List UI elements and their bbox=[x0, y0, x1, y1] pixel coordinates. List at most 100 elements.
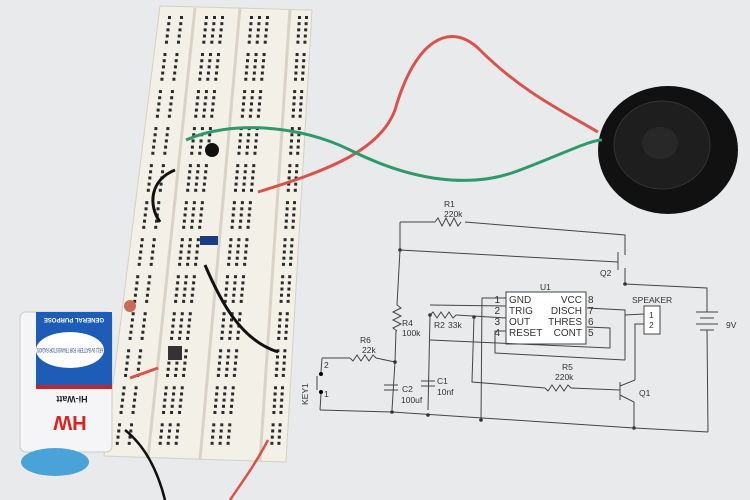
breadboard-hole bbox=[212, 423, 216, 427]
breadboard-hole bbox=[183, 213, 187, 217]
breadboard-hole bbox=[210, 34, 214, 38]
breadboard-hole bbox=[232, 207, 236, 211]
breadboard-hole bbox=[244, 164, 248, 168]
breadboard-hole bbox=[142, 318, 146, 322]
breadboard-hole bbox=[167, 361, 171, 365]
breadboard-hole bbox=[172, 312, 176, 316]
r1-label: R1 bbox=[444, 199, 455, 209]
breadboard-hole bbox=[134, 287, 138, 291]
breadboard-hole bbox=[200, 53, 204, 57]
breadboard-hole bbox=[291, 114, 295, 118]
breadboard-hole bbox=[298, 16, 301, 19]
battery-brand-name: Hi-Watt bbox=[56, 394, 87, 404]
capacitor-component bbox=[200, 236, 218, 245]
breadboard-hole bbox=[289, 151, 293, 155]
breadboard-hole bbox=[166, 441, 170, 445]
breadboard-hole bbox=[266, 16, 269, 19]
breadboard-hole bbox=[168, 108, 172, 112]
breadboard-hole bbox=[186, 182, 190, 186]
breadboard-hole bbox=[173, 65, 177, 69]
breadboard bbox=[103, 5, 313, 463]
breadboard-hole bbox=[136, 275, 140, 279]
breadboard-hole bbox=[188, 164, 192, 168]
breadboard-hole bbox=[278, 312, 282, 316]
breadboard-hole bbox=[133, 392, 137, 396]
breadboard-hole bbox=[250, 96, 254, 100]
breadboard-hole bbox=[149, 164, 153, 168]
breadboard-hole bbox=[206, 71, 210, 75]
breadboard-hole bbox=[229, 238, 233, 242]
breadboard-hole bbox=[244, 77, 248, 81]
breadboard-hole bbox=[164, 40, 168, 44]
breadboard-hole bbox=[203, 28, 207, 32]
breadboard-hole bbox=[299, 102, 303, 106]
breadboard-hole bbox=[194, 182, 198, 186]
breadboard-hole bbox=[196, 170, 200, 174]
breadboard-hole bbox=[184, 355, 188, 359]
breadboard-hole bbox=[119, 410, 123, 414]
breadboard-hole bbox=[278, 318, 282, 322]
breadboard-hole bbox=[241, 108, 245, 112]
breadboard-hole bbox=[282, 361, 286, 365]
red-wire-bottom-left bbox=[129, 366, 159, 380]
breadboard-hole bbox=[168, 16, 171, 19]
breadboard-hole bbox=[242, 102, 245, 106]
breadboard-hole bbox=[165, 34, 169, 38]
breadboard-hole bbox=[200, 207, 204, 211]
breadboard-hole bbox=[212, 96, 216, 100]
u1-pin-number: 1 bbox=[494, 295, 500, 306]
breadboard-hole bbox=[190, 293, 194, 297]
breadboard-hole bbox=[167, 435, 171, 439]
breadboard-hole bbox=[230, 225, 234, 229]
breadboard-hole bbox=[154, 127, 158, 131]
breadboard-hole bbox=[247, 133, 251, 137]
breadboard-hole bbox=[217, 367, 221, 371]
breadboard-hole bbox=[199, 139, 203, 143]
breadboard-hole bbox=[281, 275, 285, 279]
breadboard-hole bbox=[276, 355, 279, 359]
breadboard-hole bbox=[190, 225, 194, 229]
breadboard-hole bbox=[202, 182, 206, 186]
breadboard-hole bbox=[280, 281, 284, 285]
breadboard-hole bbox=[143, 219, 147, 223]
breadboard-hole bbox=[222, 312, 226, 316]
red-wire-lower bbox=[228, 439, 270, 500]
u1-pin-label: CONT bbox=[554, 328, 582, 339]
breadboard-hole bbox=[259, 90, 263, 94]
breadboard-hole bbox=[164, 386, 168, 390]
u1-pin-number: 5 bbox=[588, 328, 594, 339]
breadboard-hole bbox=[226, 361, 229, 365]
breadboard-hole bbox=[253, 65, 257, 69]
breadboard-hole bbox=[287, 182, 291, 186]
breadboard-hole bbox=[214, 398, 218, 402]
breadboard-hole bbox=[283, 355, 286, 359]
breadboard-hole bbox=[178, 256, 182, 260]
breadboard-hole bbox=[282, 250, 286, 254]
breadboard-hole bbox=[191, 213, 195, 217]
breadboard-hole bbox=[223, 299, 227, 303]
breadboard-hole bbox=[166, 373, 170, 377]
breadboard-hole bbox=[207, 139, 211, 143]
breadboard-hole bbox=[196, 96, 200, 100]
breadboard-hole bbox=[262, 53, 266, 57]
breadboard-hole bbox=[254, 145, 257, 149]
breadboard-hole bbox=[250, 16, 253, 19]
breadboard-hole bbox=[138, 355, 142, 359]
battery-label: 9V bbox=[726, 320, 737, 330]
breadboard-hole bbox=[242, 275, 245, 279]
breadboard-hole bbox=[156, 108, 160, 112]
breadboard-hole bbox=[148, 275, 152, 279]
breadboard-hole bbox=[147, 281, 151, 285]
breadboard-hole bbox=[233, 367, 237, 371]
breadboard-hole bbox=[248, 34, 252, 38]
speaker-label: SPEAKER bbox=[632, 295, 672, 305]
breadboard-hole bbox=[303, 40, 307, 44]
breadboard-hole bbox=[194, 262, 198, 266]
breadboard-hole bbox=[179, 398, 183, 402]
breadboard-hole bbox=[182, 225, 186, 229]
breadboard-hole bbox=[219, 435, 223, 439]
breadboard-hole bbox=[178, 330, 182, 334]
breadboard-hole bbox=[158, 90, 162, 94]
breadboard-hole bbox=[188, 170, 192, 174]
